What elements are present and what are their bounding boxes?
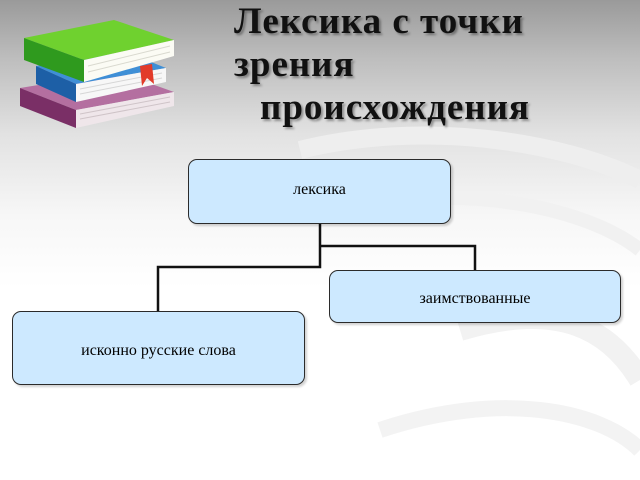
node-borrowed-words: заимствованные xyxy=(329,270,621,323)
node-borrowed-label: заимствованные xyxy=(419,289,531,307)
node-root-lexicon: лексика xyxy=(188,159,451,224)
node-root-label: лексика xyxy=(293,180,346,198)
slide-title: Лексика с точки зрения происхождения xyxy=(234,0,530,129)
title-line-1: Лексика с точки xyxy=(234,1,524,42)
stack-of-books-icon xyxy=(20,20,174,128)
title-line-3: происхождения xyxy=(260,87,530,128)
node-native-label: исконно русские слова xyxy=(81,342,236,359)
node-native-russian-words: исконно русские слова xyxy=(12,311,305,385)
connector-to-native xyxy=(156,246,322,311)
title-line-2: зрения xyxy=(234,44,355,85)
connector-to-borrowed xyxy=(320,244,477,270)
